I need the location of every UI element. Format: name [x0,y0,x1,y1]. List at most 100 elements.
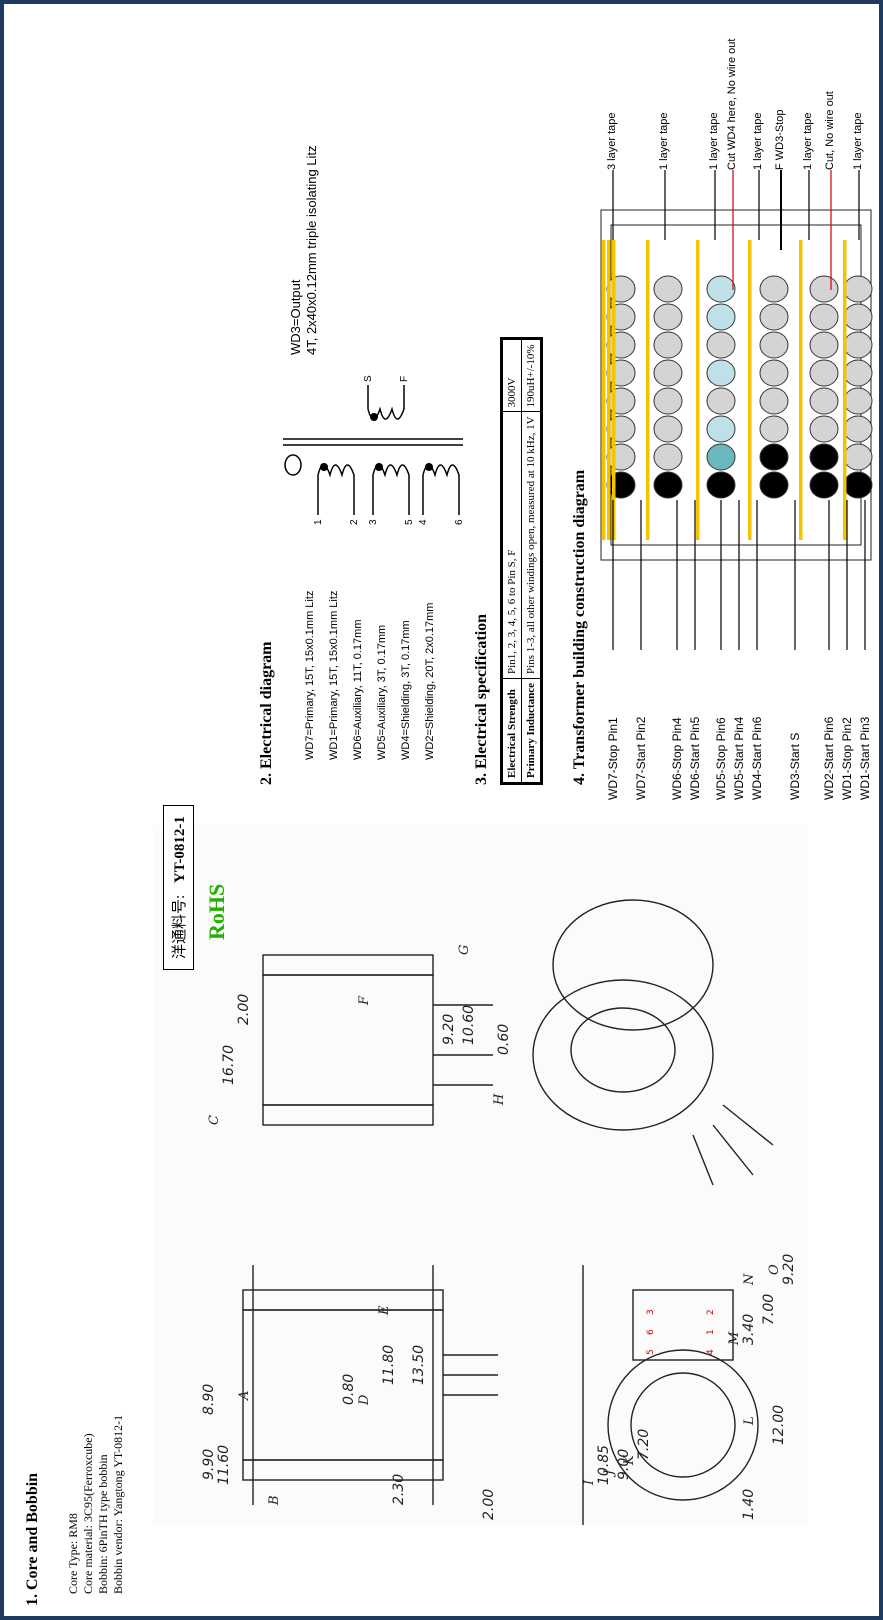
wire-turn [706,443,736,471]
core-bobbin-info: Core Type: RM8 Core material: 3C95(Ferro… [66,1415,126,1594]
dim-13-50: 13.50 [411,1345,427,1385]
callout-F: F [357,995,372,1006]
wire-turn [809,443,839,471]
schem-pin-3: 3 [368,519,379,525]
section3-title: 3. Electrical specification [473,613,490,785]
dim-7-00: 7.00 [761,1294,777,1325]
wire-turn [606,443,636,471]
wire-turn [809,303,839,331]
wire-turn [706,471,736,499]
tape-label: 1 layer tape [752,112,764,170]
wire-turn [843,359,873,387]
wire-turn [809,331,839,359]
output-winding-note: WD3=Output 4T, 2x40x0.12mm triple isolat… [288,145,320,355]
spec-cell: Electrical Strength [501,678,522,784]
wire-turn [759,471,789,499]
pin-label: WD7-Stop Pin1 [606,717,620,800]
pin-mark-5: 5 [646,1349,656,1355]
winding-wd2: WD2=Shielding, 20T, 2x0.17mm [424,602,436,760]
dim-2-30: 2.30 [391,1474,407,1505]
bobbin-bottom-view [607,1349,759,1501]
wire-turn [706,387,736,415]
tape-layer [646,240,650,540]
pin-label: WD3-Start S [788,732,802,800]
callout-O: O [767,1264,782,1275]
dim-9-00: 9.00 [616,1449,632,1480]
wire-turn [653,275,683,303]
tape-layer [612,240,616,540]
winding-wd5: WD5=Auxiliary, 3T, 0.17mm [376,624,388,760]
bobbin-type: Bobbin: 6PinTH type bobbin [96,1454,110,1594]
wire-turn [606,303,636,331]
wire-turn [606,415,636,443]
callout-A: A [237,1391,252,1401]
pin-mark-1: 1 [706,1329,716,1335]
callout-E: E [377,1305,392,1316]
dim-9-20-b: 9.20 [781,1254,797,1285]
callout-M: M [727,1331,742,1346]
callout-N: N [742,1273,757,1286]
wire-turn [843,471,873,499]
wire-turn [843,387,873,415]
transformer-schematic: 1 2 3 5 4 6 S F [283,375,465,525]
pin-label: WD1-Stop Pin2 [840,717,854,800]
dim-11-80: 11.80 [381,1345,397,1385]
callout-K: K [622,1454,637,1466]
spec-cell: Pin1, 2, 3, 4, 5, 6 to Pin S, F [501,411,522,679]
winding-wd1: WD1=Primary, 15T, 15x0.1mm Litz [328,590,340,760]
wire-turn [706,303,736,331]
pin-label: WD1-Start Pin3 [858,716,872,800]
wire-turn [606,359,636,387]
schem-pin-2: 2 [349,519,360,525]
winding-wd6: WD6=Auxiliary, 11T, 0.17mm [352,619,364,761]
part-number-box: 洋通料号: YT-0812-1 [163,805,194,970]
callout-I: I [582,1479,597,1486]
part-number-label: 洋通料号: [172,894,188,959]
dim-1-40: 1.40 [741,1489,757,1520]
pin-label: WD5-Stop Pin6 [714,717,728,800]
wire-turn [706,275,736,303]
wire-turn [706,359,736,387]
pin-mark-3: 3 [646,1309,656,1315]
pin-mark-2: 2 [706,1309,716,1315]
rotated-document: 1. Core and Bobbin Core Type: RM8 Core m… [8,8,883,1620]
schem-pin-1: 1 [313,519,324,525]
schem-pin-6: 6 [454,519,465,525]
tape-label: 1 layer tape [658,112,670,170]
dim-11-60: 11.60 [216,1445,232,1485]
spec-cell: Pins 1-3, all other windings open, measu… [521,411,542,679]
wire-turn [706,331,736,359]
tape-layer [602,240,606,540]
winding-wd4: WD4=Shielding, 3T, 0.17mm [400,620,412,760]
wire-turn [653,303,683,331]
pin-label: WD6-Stop Pin4 [670,717,684,800]
spec-table: Electrical Strength Pin1, 2, 3, 4, 5, 6 … [500,337,543,785]
rohs-mark: RoHS [204,883,229,940]
tape-layer [799,240,803,540]
spec-cell: 190uH+/-10% [521,338,542,412]
core-type: Core Type: RM8 [66,1513,80,1594]
winding-list: WD7=Primary, 15T, 15x0.1mm Litz WD1=Prim… [298,591,442,760]
dim-2-00: 2.00 [481,1489,497,1520]
bobbin-vendor: Bobbin vendor: Yangtong YT-0812-1 [111,1414,125,1594]
wire-turn [809,275,839,303]
callout-L: L [742,1416,757,1426]
tape-label: 3 layer tape [606,112,618,170]
wire-turn [606,331,636,359]
dim-0-80: 0.80 [341,1374,357,1405]
dim-16-70: 16.70 [221,1045,237,1085]
section1-title: 1. Core and Bobbin [24,1472,41,1606]
wire-turn [653,359,683,387]
note-cut-no-wire: Cut, No wire out [824,91,836,170]
callout-H: H [492,1093,507,1106]
wire-turn [606,471,636,499]
dim-0-60: 0.60 [496,1024,512,1055]
dim-7-20: 7.20 [636,1429,652,1460]
bobbin-flange-left [242,1459,444,1481]
schem-pin-s: S [363,375,374,382]
dim-9-90: 9.90 [201,1449,217,1480]
pin-label: WD5-Start Pin4 [732,716,746,800]
wire-turn [843,275,873,303]
pin-label: WD4-Start Pin6 [750,716,764,800]
